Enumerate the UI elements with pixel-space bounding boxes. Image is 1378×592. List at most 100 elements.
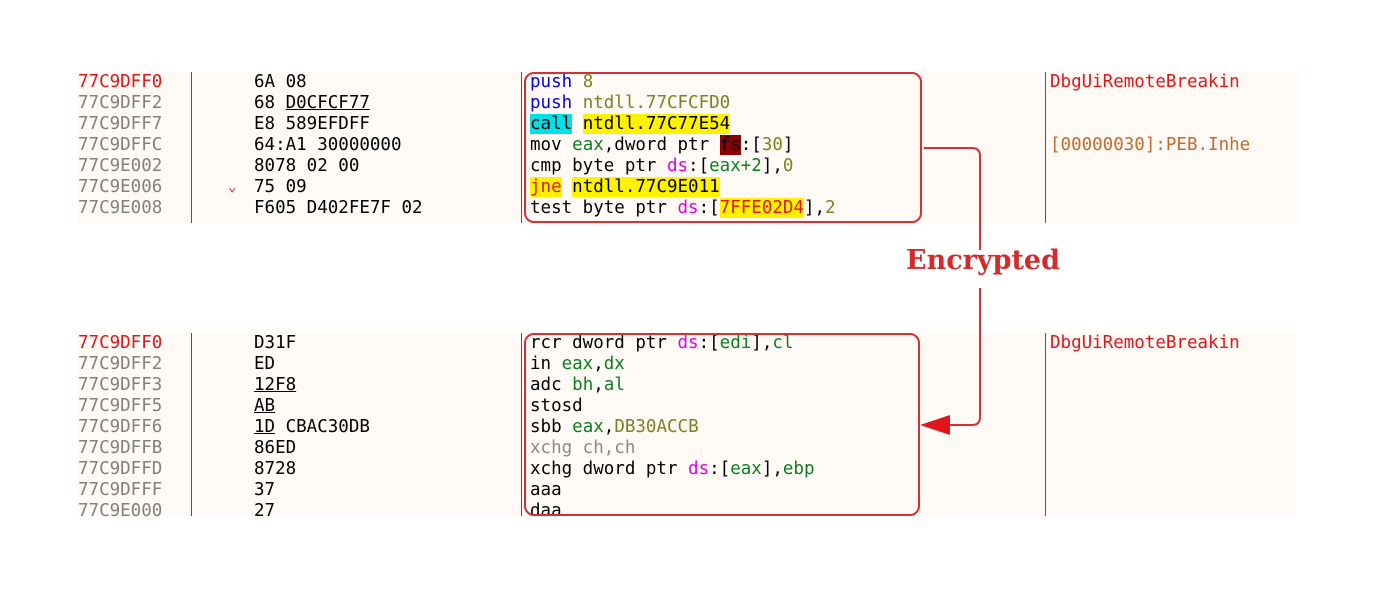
instruction-token: call (530, 114, 573, 134)
row-instruction: jne ntdll.77C9E011 (530, 177, 720, 198)
row-bytes: AB (254, 396, 275, 417)
instruction-token: ], (803, 198, 826, 218)
byte-segment: 8078 02 00 (254, 156, 360, 176)
instruction-token: 7FFE02D4 (719, 198, 804, 218)
row-address: 77C9DFFD (78, 459, 163, 479)
row-bytes: 12F8 (254, 375, 296, 396)
row-bytes: 64:A1 30000000 (254, 135, 402, 156)
instruction-token: jne (530, 177, 562, 197)
byte-segment: D0CFCF77 (285, 93, 370, 113)
row-address: 77C9DFF0 (78, 333, 163, 353)
byte-segment: CBAC30DB (275, 417, 370, 437)
instruction-token: ntdll.77C77E54 (582, 114, 731, 134)
row-address: 77C9E008 (78, 198, 163, 218)
instruction-token: ntdll.77CFCFD0 (582, 93, 731, 113)
instruction-token: edi (719, 333, 752, 353)
highlight-box-original (524, 72, 922, 223)
row-instruction: push 8 (530, 72, 593, 93)
instruction-token: push (530, 93, 573, 113)
instruction-token: daa (530, 501, 562, 521)
row-instruction: mov eax,dword ptr fs:[30] (530, 135, 793, 156)
row-bytes: 68 D0CFCF77 (254, 93, 370, 114)
row-address: 77C9DFF2 (78, 354, 163, 374)
disassembly-row[interactable]: 77C9E008 F605 D402FE7F 02 test byte ptr ds… (78, 198, 1300, 219)
instruction-token: ], (761, 156, 783, 176)
instruction-token: 30 (761, 135, 783, 155)
jump-arrow-icon: ⌄ (228, 179, 237, 195)
instruction-token: :[ (688, 156, 710, 176)
row-instruction: rcr dword ptr ds:[edi],cl (530, 333, 793, 354)
instruction-token: sbb (530, 417, 573, 437)
byte-segment: 12F8 (254, 375, 297, 395)
instruction-token: ], (751, 333, 773, 353)
row-address: 77C9DFF3 (78, 375, 163, 395)
row-instruction: sbb eax,DB30ACCB (530, 417, 699, 438)
instruction-token: cmp byte ptr (530, 156, 667, 176)
instruction-token: :[ (709, 459, 731, 479)
instruction-token: :[ (698, 333, 720, 353)
instruction-token: cl (772, 333, 794, 353)
connector-arrowhead (920, 415, 950, 435)
byte-segment: 1D (254, 417, 276, 437)
instruction-token: ds (666, 156, 689, 176)
disassembly-row[interactable]: 77C9E006 ⌄ 75 09 jne ntdll.77C9E011 (78, 177, 1300, 198)
instruction-token: mov (530, 135, 562, 155)
disassembly-row[interactable]: 77C9DFFC 64:A1 30000000 mov eax,dword ptr … (78, 135, 1300, 156)
column-divider-bytes (521, 333, 522, 516)
row-instruction: push ntdll.77CFCFD0 (530, 93, 730, 114)
byte-segment: 68 (254, 93, 286, 113)
row-instruction: xchg dword ptr ds:[eax],ebp (530, 459, 815, 480)
row-bytes: 37 (254, 480, 275, 501)
instruction-token: 0 (782, 156, 794, 176)
row-bytes: D31F (254, 333, 296, 354)
instruction-token: ebp (782, 459, 815, 479)
row-bytes: 1D CBAC30DB (254, 417, 370, 438)
column-divider-disasm (1045, 72, 1046, 223)
instruction-token: :[ (740, 135, 762, 155)
highlight-box-encrypted (524, 333, 920, 516)
row-instruction: daa (530, 501, 562, 522)
row-instruction: call ntdll.77C77E54 (530, 114, 731, 135)
row-bytes: 75 09 (254, 177, 307, 198)
instruction-token: test byte ptr (530, 198, 678, 218)
column-divider-address (191, 72, 192, 223)
byte-segment: ED (254, 354, 276, 374)
column-divider-disasm (1045, 333, 1046, 516)
instruction-token: xchg dword ptr (530, 459, 689, 479)
row-address: 77C9DFFC (78, 135, 163, 155)
row-address: 77C9E006 (78, 177, 163, 197)
instruction-token: eax (730, 459, 762, 479)
column-divider-bytes (521, 72, 522, 223)
row-instruction: test byte ptr ds:[7FFE02D4],2 (530, 198, 836, 219)
column-divider-address (191, 333, 192, 516)
instruction-token: al (603, 375, 625, 395)
instruction-token: :[ (698, 198, 720, 218)
row-bytes: F605 D402FE7F 02 (254, 198, 423, 219)
byte-segment: F605 D402FE7F 02 (254, 198, 423, 218)
instruction-token: ds (677, 333, 699, 353)
row-instruction: stosd (530, 396, 583, 417)
instruction-token: ds (677, 198, 699, 218)
instruction-token: eax+2 (709, 156, 762, 176)
row-address: 77C9DFF7 (78, 114, 163, 134)
row-instruction: xchg ch,ch (530, 438, 635, 459)
instruction-token: ,dword ptr (603, 135, 720, 155)
connector-line-upper (924, 147, 981, 250)
row-bytes: 86ED (254, 438, 296, 459)
